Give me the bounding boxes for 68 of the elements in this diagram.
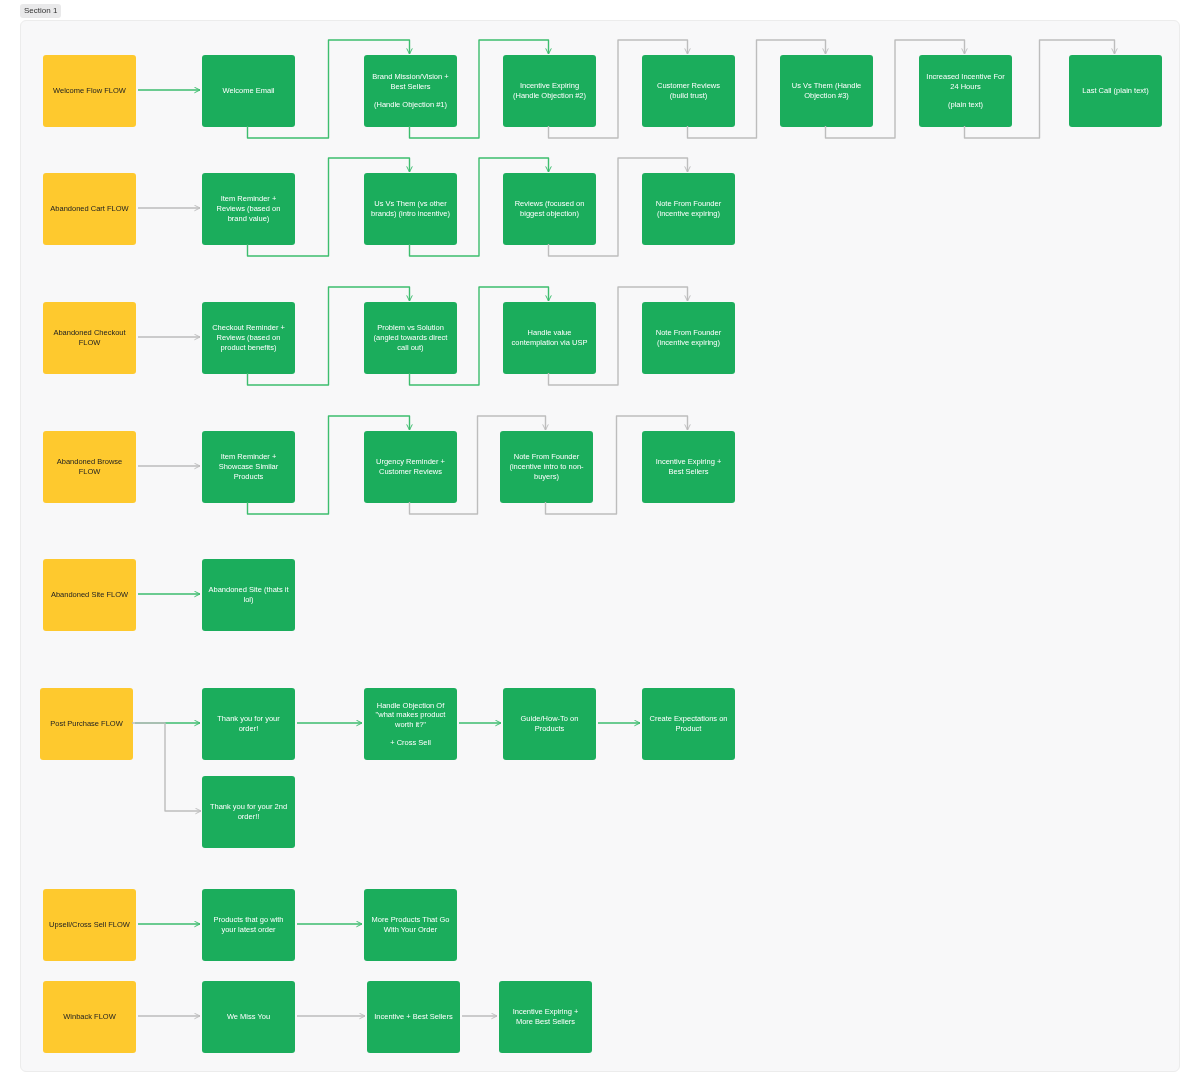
email-step-box — [202, 981, 295, 1053]
flow-trigger-box — [43, 431, 136, 503]
email-step-box — [364, 688, 457, 760]
email-step-box — [364, 173, 457, 245]
connector-arrow — [137, 920, 201, 928]
email-step-box — [500, 431, 593, 503]
flow-trigger-box — [43, 302, 136, 374]
connector-arrow — [458, 719, 502, 727]
email-step-box — [642, 688, 735, 760]
connector-arrow — [408, 157, 552, 257]
connector-arrow — [246, 39, 413, 139]
connector-arrow — [137, 333, 201, 341]
connector-arrow — [246, 157, 413, 257]
email-step-box — [503, 55, 596, 127]
connector-arrow — [137, 1012, 201, 1020]
flow-trigger-box — [43, 173, 136, 245]
connector-arrow — [131, 722, 202, 815]
email-step-box — [780, 55, 873, 127]
connector-arrow — [296, 1012, 366, 1020]
connector-arrow — [547, 157, 691, 257]
email-step-box — [202, 55, 295, 127]
email-step-box — [503, 173, 596, 245]
email-step-box — [1069, 55, 1162, 127]
email-step-box — [202, 173, 295, 245]
email-step-box — [364, 55, 457, 127]
email-step-box — [364, 431, 457, 503]
email-step-box — [202, 431, 295, 503]
connector-arrow — [408, 286, 552, 386]
connector-arrow — [137, 86, 201, 94]
connector-arrow — [544, 415, 691, 515]
email-step-box — [503, 302, 596, 374]
flow-trigger-box — [43, 981, 136, 1053]
email-step-box — [202, 688, 295, 760]
email-step-box — [642, 302, 735, 374]
connector-arrow — [824, 39, 968, 139]
email-step-box — [503, 688, 596, 760]
connector-arrow — [246, 415, 413, 515]
email-step-box — [367, 981, 460, 1053]
flow-trigger-box — [43, 559, 136, 631]
connector-arrow — [408, 39, 552, 139]
email-step-box — [499, 981, 592, 1053]
section-tab: Section 1 — [20, 4, 62, 19]
connector-arrow — [597, 719, 641, 727]
email-step-box — [202, 889, 295, 961]
connector-arrow — [686, 39, 829, 139]
flow-trigger-box — [43, 889, 136, 961]
email-step-box — [919, 55, 1012, 127]
email-step-box — [202, 559, 295, 631]
email-step-box — [642, 173, 735, 245]
email-step-box — [642, 55, 735, 127]
connector-arrow — [461, 1012, 498, 1020]
connector-arrow — [246, 286, 413, 386]
connector-arrow — [296, 719, 363, 727]
connector-arrow — [547, 286, 691, 386]
email-step-box — [642, 431, 735, 503]
email-step-box — [202, 302, 295, 374]
connector-arrow — [547, 39, 691, 139]
connector-arrow — [963, 39, 1118, 139]
connector-arrow — [137, 462, 201, 470]
connector-arrow — [137, 590, 201, 598]
flow-trigger-box — [43, 55, 136, 127]
connector-arrow — [296, 920, 363, 928]
email-step-box — [202, 776, 295, 848]
email-step-box — [364, 302, 457, 374]
email-step-box — [364, 889, 457, 961]
connector-arrow — [137, 204, 201, 212]
connector-arrow — [408, 415, 549, 515]
flow-trigger-box — [40, 688, 133, 760]
